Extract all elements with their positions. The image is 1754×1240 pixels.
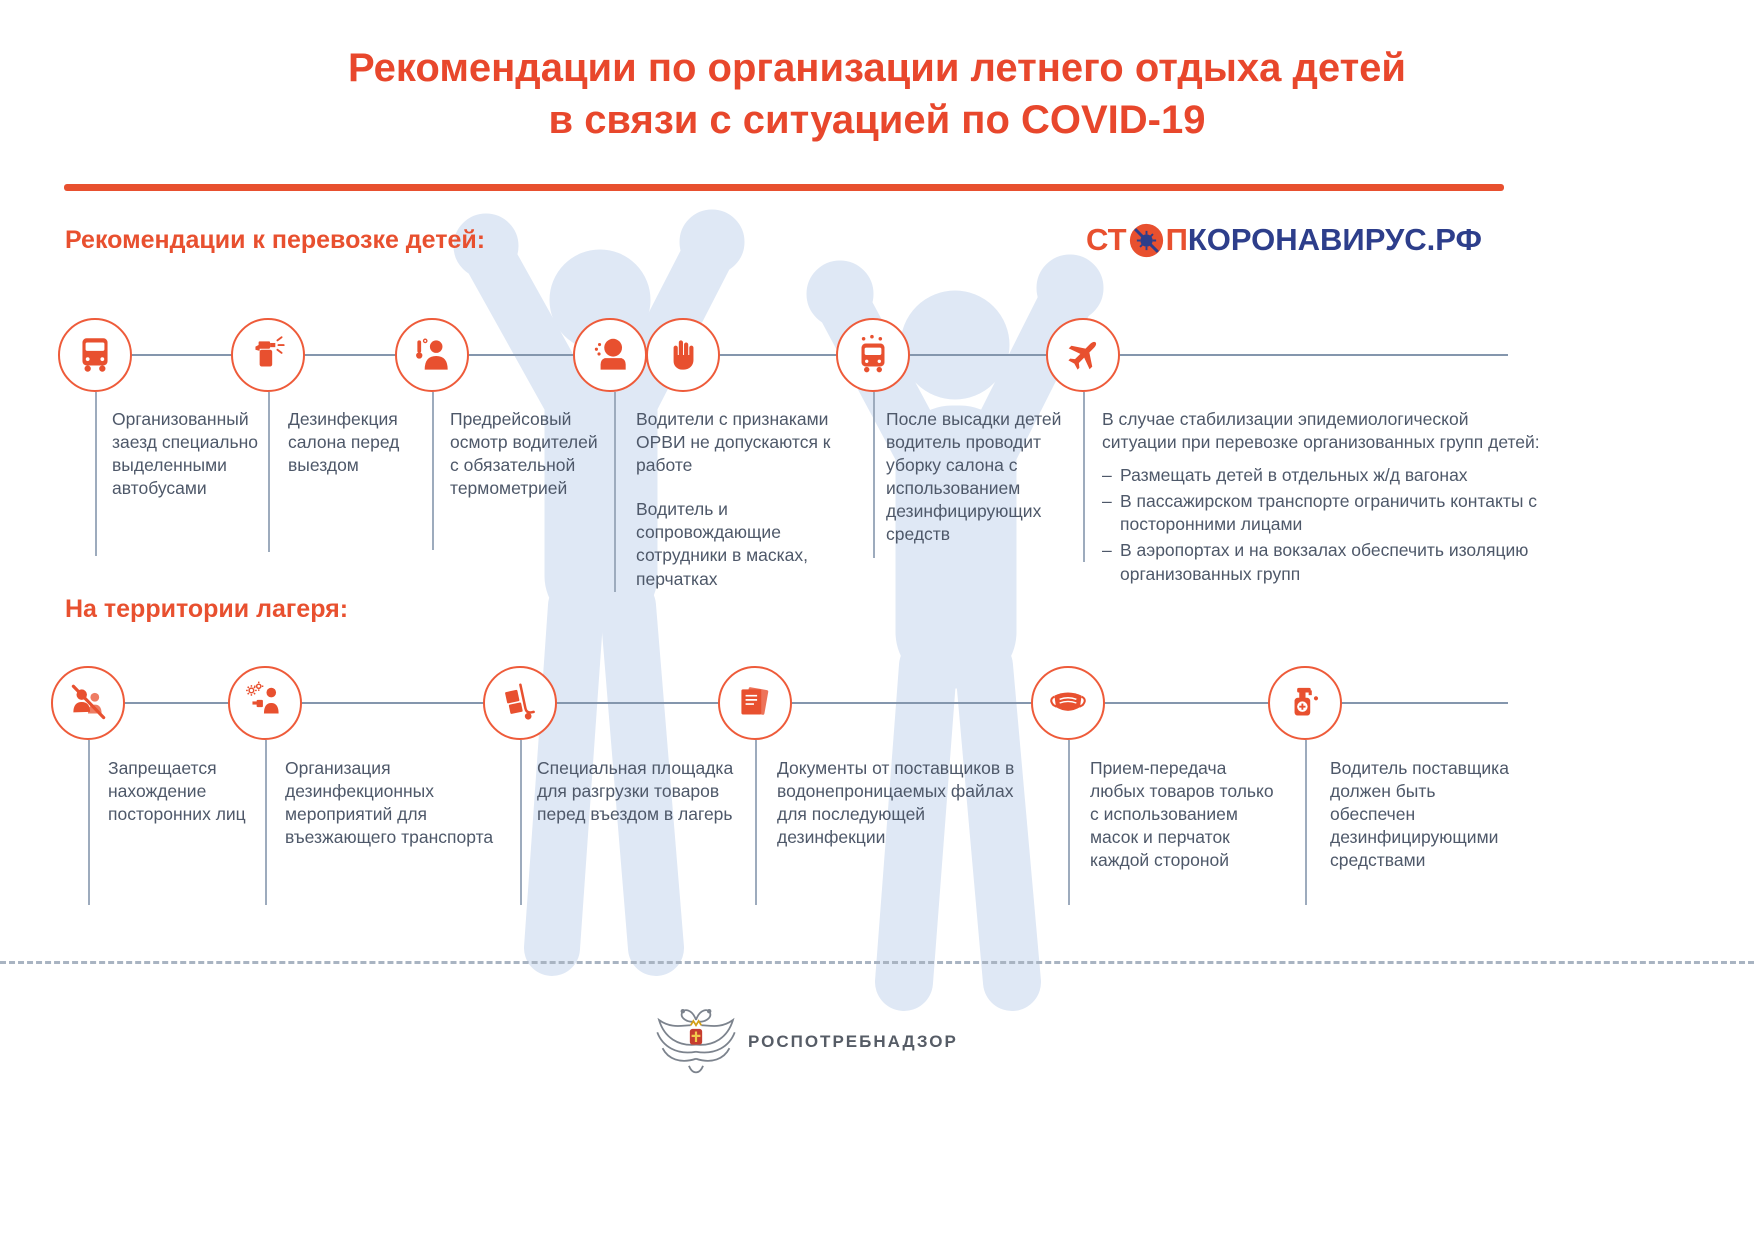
item-text: Организованный заезд специально выделенн… [112, 409, 259, 499]
logo-text-coronavirus: КОРОНАВИРУС.РФ [1187, 222, 1482, 257]
bullet-item: В аэропортах и на вокзалах обеспечить из… [1102, 539, 1542, 585]
timeline-line-transport [60, 354, 1508, 356]
section-heading-camp: На территории лагеря: [65, 595, 349, 623]
rospotrebnadzor-emblem-icon [652, 990, 740, 1092]
bullet-text: В пассажирском транспорте ограничить кон… [1120, 491, 1538, 535]
logo-text-st: СТ [1086, 222, 1127, 257]
page-title: Рекомендации по организации летнего отды… [0, 42, 1754, 146]
sanitizer-icon [1268, 666, 1342, 740]
bullet-text: Размещать детей в отдельных ж/д вагонах [1120, 465, 1468, 486]
timeline-connector [755, 740, 757, 905]
transport-item-2: Дезинфекция салона перед выездом [288, 408, 418, 477]
timeline-connector [614, 392, 616, 592]
timeline-connector [520, 740, 522, 905]
camp-item-6: Водитель поставщика должен быть обеспече… [1330, 757, 1520, 872]
transport-disinfection-icon [228, 666, 302, 740]
transport-item-6: В случае стабилизации эпидемиологической… [1102, 408, 1542, 586]
stopcoronavirus-logo: СТ П КОРОНАВИРУС.РФ [1086, 222, 1482, 258]
timeline-connector [1305, 740, 1307, 905]
item-bullet-list: Размещать детей в отдельных ж/д вагонах … [1102, 464, 1542, 585]
item-text: Дезинфекция салона перед выездом [288, 409, 400, 476]
transport-item-3: Предрейсовый осмотр водителей с обязател… [450, 408, 608, 500]
item-text: Предрейсовый осмотр водителей с обязател… [450, 409, 598, 499]
title-divider [64, 184, 1504, 191]
bullet-text: В аэропортах и на вокзалах обеспечить из… [1120, 540, 1529, 584]
camp-item-2: Организация дезинфекционных мероприятий … [285, 757, 495, 849]
item-text: В случае стабилизации эпидемиологической… [1102, 409, 1540, 453]
timeline-connector [268, 392, 270, 552]
timeline-connector [95, 392, 97, 556]
no-strangers-icon [51, 666, 125, 740]
airplane-icon [1046, 318, 1120, 392]
timeline-connector [1083, 392, 1085, 562]
item-text: Водители с признаками ОРВИ не допускаютс… [636, 409, 831, 476]
bus-icon [58, 318, 132, 392]
spray-icon [231, 318, 305, 392]
cough-icon [573, 318, 647, 392]
bus-cleaning-icon [836, 318, 910, 392]
documents-icon [718, 666, 792, 740]
handtruck-icon [483, 666, 557, 740]
cut-line [0, 961, 1754, 964]
item-text: Специальная площадка для разгрузки товар… [537, 758, 734, 825]
driver-thermometry-icon [395, 318, 469, 392]
section-heading-transport: Рекомендации к перевозке детей: [65, 226, 486, 254]
camp-item-4: Документы от поставщиков в водонепроница… [777, 757, 1022, 849]
camp-item-1: Запрещается нахождение посторонних лиц [108, 757, 253, 826]
timeline-connector [873, 392, 875, 558]
camp-item-3: Специальная площадка для разгрузки товар… [537, 757, 737, 826]
transport-item-1: Организованный заезд специально выделенн… [112, 408, 270, 500]
bullet-item: В пассажирском транспорте ограничить кон… [1102, 490, 1542, 536]
timeline-connector [1068, 740, 1070, 905]
logo-text-p: П [1165, 222, 1188, 257]
item-text: Прием-передача любых товаров только с ис… [1090, 758, 1274, 871]
bullet-item: Размещать детей в отдельных ж/д вагонах [1102, 464, 1542, 487]
page-title-line2: в связи с ситуацией по COVID-19 [548, 98, 1206, 142]
mask-icon [1031, 666, 1105, 740]
item-text: Документы от поставщиков в водонепроница… [777, 758, 1015, 848]
glove-icon [646, 318, 720, 392]
transport-item-4: Водители с признаками ОРВИ не допускаютс… [636, 408, 831, 591]
no-virus-icon [1129, 223, 1164, 258]
timeline-connector [432, 392, 434, 550]
item-text-2: Водитель и сопровождающие сотрудники в м… [636, 499, 809, 589]
item-text: Водитель поставщика должен быть обеспече… [1330, 758, 1509, 871]
timeline-connector [88, 740, 90, 905]
agency-name: РОСПОТРЕБНАДЗОР [748, 1032, 958, 1051]
item-text: После высадки детей водитель проводит уб… [886, 409, 1062, 545]
transport-item-5: После высадки детей водитель проводит уб… [886, 408, 1066, 547]
page-title-line1: Рекомендации по организации летнего отды… [347, 46, 1407, 90]
item-text: Запрещается нахождение посторонних лиц [108, 758, 246, 825]
camp-item-5: Прием-передача любых товаров только с ис… [1090, 757, 1285, 872]
timeline-connector [265, 740, 267, 905]
item-text: Организация дезинфекционных мероприятий … [285, 758, 494, 848]
